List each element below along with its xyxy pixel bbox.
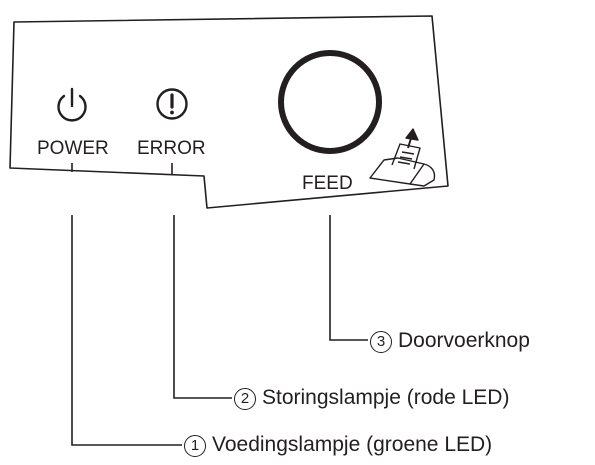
callout-number: 1 bbox=[184, 435, 206, 457]
leader-line-error bbox=[173, 215, 232, 399]
leader-line-power bbox=[71, 215, 182, 446]
callout-error-led: 2 Storingslampje (rode LED) bbox=[234, 387, 509, 410]
leader-line-feed bbox=[329, 215, 368, 341]
callout-text: Doorvoerknop bbox=[398, 329, 530, 352]
feed-label: FEED bbox=[302, 173, 353, 194]
callout-text: Storingslampje (rode LED) bbox=[262, 386, 510, 409]
power-label: POWER bbox=[37, 138, 109, 159]
power-icon bbox=[57, 87, 87, 122]
callout-feed-button: 3 Doorvoerknop bbox=[370, 330, 530, 353]
exclamation-circle-icon bbox=[156, 88, 188, 120]
panel-outline bbox=[9, 15, 449, 209]
paper-feed-icon bbox=[369, 128, 436, 187]
callout-number: 3 bbox=[370, 331, 392, 353]
callout-power-led: 1 Voedingslampje (groene LED) bbox=[184, 434, 492, 457]
error-label: ERROR bbox=[137, 138, 206, 159]
callout-number: 2 bbox=[234, 388, 256, 410]
feed-button bbox=[278, 50, 382, 154]
callout-text: Voedingslampje (groene LED) bbox=[212, 433, 493, 456]
